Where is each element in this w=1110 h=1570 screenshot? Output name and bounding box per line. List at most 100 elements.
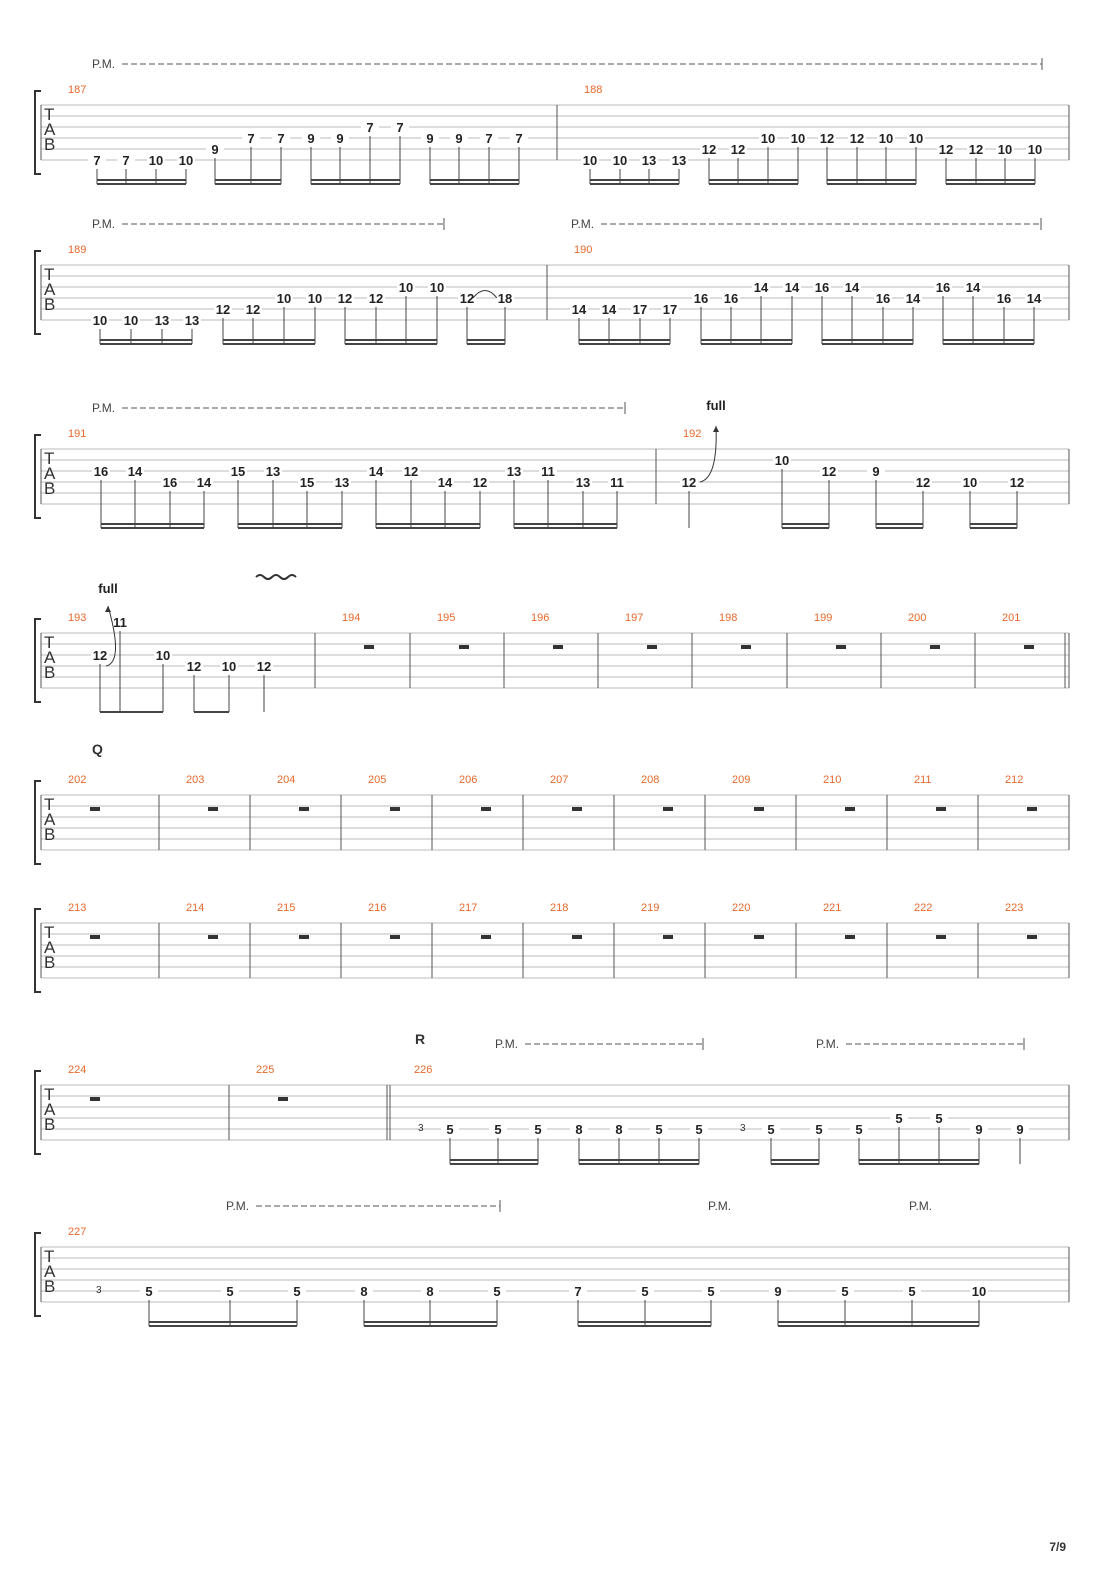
bar-number: 191 — [68, 428, 86, 440]
fret-number: 11 — [610, 475, 624, 490]
fret-number: 12 — [473, 475, 487, 490]
fret-number: 5 — [446, 1122, 453, 1137]
fret-number: 12 — [820, 131, 834, 146]
note-bg — [367, 465, 385, 478]
tab-clef-letter: T — [44, 633, 54, 652]
fret-number: 9 — [426, 131, 433, 146]
fret-number: 10 — [430, 280, 444, 295]
note-bg — [505, 465, 523, 478]
note-bg — [995, 292, 1013, 305]
fret-number: 5 — [695, 1122, 702, 1137]
bar-number: 217 — [459, 902, 477, 914]
fret-number: 12 — [682, 475, 696, 490]
fret-number: 16 — [694, 291, 708, 306]
note-bg — [690, 1123, 708, 1136]
note-bg — [177, 154, 195, 167]
note-bg — [147, 154, 165, 167]
bar-number: 226 — [414, 1064, 432, 1076]
rest-symbol — [572, 935, 582, 939]
note-bg — [680, 476, 698, 489]
rest-symbol — [930, 645, 940, 649]
fret-number: 5 — [293, 1284, 300, 1299]
fret-number: 13 — [642, 153, 656, 168]
rest-symbol — [663, 935, 673, 939]
palm-mute-label: P.M. — [92, 217, 115, 231]
fret-number: 10 — [156, 648, 170, 663]
note-bg — [702, 1285, 720, 1298]
fret-number: 13 — [576, 475, 590, 490]
rest-symbol — [1024, 645, 1034, 649]
note-bg — [569, 1285, 587, 1298]
rest-symbol — [936, 935, 946, 939]
rest-symbol — [208, 807, 218, 811]
fret-number: 12 — [338, 291, 352, 306]
tab-clef-letter: B — [44, 1277, 55, 1296]
palm-mute-label: P.M. — [816, 1037, 839, 1051]
tab-clef-letter: A — [44, 938, 56, 957]
note-bg — [302, 132, 320, 145]
fret-number: 10 — [149, 153, 163, 168]
fret-number: 8 — [575, 1122, 582, 1137]
section-marker: Q — [92, 741, 103, 757]
fret-number: 5 — [145, 1284, 152, 1299]
note-bg — [480, 132, 498, 145]
bar-number: 196 — [531, 612, 549, 624]
fret-number: 15 — [300, 475, 314, 490]
bar-number: 190 — [574, 244, 592, 256]
note-bg — [574, 476, 592, 489]
note-bg — [336, 292, 354, 305]
fret-number: 5 — [655, 1122, 662, 1137]
rest-symbol — [741, 645, 751, 649]
bar-number: 197 — [625, 612, 643, 624]
fret-number: 10 — [909, 131, 923, 146]
bar-number: 214 — [186, 902, 204, 914]
vibrato-icon — [255, 574, 297, 580]
fret-number: 5 — [493, 1284, 500, 1299]
fret-number: 12 — [257, 659, 271, 674]
tab-clef-letter: T — [44, 923, 54, 942]
note-bg — [934, 281, 952, 294]
bend-label: full — [98, 581, 118, 596]
note-bg — [773, 454, 791, 467]
palm-mute-label: P.M. — [708, 1199, 731, 1213]
note-bg — [848, 132, 866, 145]
note-bg — [970, 1285, 988, 1298]
fret-number: 10 — [222, 659, 236, 674]
tab-clef-letter: B — [44, 1115, 55, 1134]
palm-mute-label: P.M. — [495, 1037, 518, 1051]
rest-symbol — [1027, 807, 1037, 811]
note-bg — [333, 476, 351, 489]
fret-number: 7 — [277, 131, 284, 146]
note-bg — [244, 303, 262, 316]
fret-number: 7 — [515, 131, 522, 146]
bar-number: 189 — [68, 244, 86, 256]
note-bg — [242, 132, 260, 145]
fret-number: 13 — [266, 464, 280, 479]
fret-number: 14 — [602, 302, 617, 317]
note-bg — [92, 465, 110, 478]
fret-number: 10 — [583, 153, 597, 168]
fret-number: 18 — [498, 291, 512, 306]
fret-number: 12 — [939, 142, 953, 157]
fret-number: 7 — [485, 131, 492, 146]
fret-number: 9 — [872, 464, 879, 479]
fret-number: 12 — [460, 291, 474, 306]
palm-mute-label: P.M. — [909, 1199, 932, 1213]
section-marker: R — [415, 1031, 425, 1047]
fret-number: 10 — [879, 131, 893, 146]
note-bg — [937, 143, 955, 156]
fret-number: 5 — [226, 1284, 233, 1299]
fret-number: 5 — [815, 1122, 822, 1137]
fret-number: 5 — [855, 1122, 862, 1137]
rest-symbol — [90, 935, 100, 939]
fret-number: 8 — [615, 1122, 622, 1137]
palm-mute-label: P.M. — [226, 1199, 249, 1213]
note-bg — [608, 476, 626, 489]
tab-clef-letter: T — [44, 1085, 54, 1104]
note-bg — [930, 1112, 948, 1125]
fret-number: 9 — [211, 142, 218, 157]
fret-number: 13 — [185, 313, 199, 328]
note-bg — [904, 292, 922, 305]
rest-symbol — [390, 807, 400, 811]
system-1-bracket — [34, 90, 41, 175]
